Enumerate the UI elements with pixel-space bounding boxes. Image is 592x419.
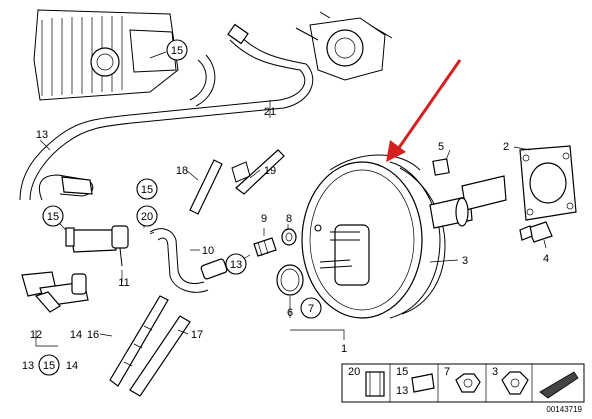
callout-20: 20 [141,211,153,223]
legend-icon-collar-nut [501,371,529,395]
callout-4: 4 [543,253,549,265]
callout-9: 9 [261,213,267,225]
callout-2: 2 [503,141,509,153]
pushrod-assembly [429,158,507,229]
legend-icon-clamp [411,373,435,393]
legend-label-20: 20 [348,366,360,378]
vacuum-hose-21 [19,23,314,201]
callout-labels: 15 21 13 15 15 20 11 10 13 9 8 6 7 1 3 2… [22,45,549,372]
legend-label-7: 7 [444,366,450,378]
callout-19: 19 [264,165,276,177]
connector-11 [65,225,129,267]
callout-15c: 15 [47,211,59,223]
callout-16: 16 [87,329,99,341]
legend-icon-sleeve [365,371,385,397]
seal-ring-6 [276,264,304,296]
callout-6: 6 [287,307,293,319]
callout-7: 7 [308,303,314,315]
callout-21: 21 [264,106,276,118]
callout-13b: 13 [230,259,242,271]
callout-11: 11 [118,277,129,289]
hose-10 [149,228,228,293]
callout-8: 8 [286,213,292,225]
parts-legend: 20 15 13 7 3 [341,363,585,403]
gasket-2 [519,145,577,221]
callout-12: 12 [30,329,42,341]
callout-15a: 15 [171,45,183,57]
callout-14b: 14 [66,360,78,372]
callout-18: 18 [176,165,188,177]
hose-13 [38,174,94,201]
callout-13a: 13 [36,129,48,141]
legend-icon-shim [539,371,579,399]
legend-label-13: 13 [396,385,408,397]
connector-12-14 [21,271,89,313]
legend-icon-hex-nut [455,373,481,393]
bracket-17 [129,315,191,397]
callout-1: 1 [341,343,347,355]
intake-manifold [33,9,179,101]
callout-15b: 15 [141,184,153,196]
callout-15d: 15 [43,360,55,372]
legend-label-3: 3 [492,366,498,378]
red-arrow-annotation [386,59,462,162]
brake-booster [301,154,446,319]
grommet-8 [281,228,297,246]
legend-label-15: 15 [396,366,408,378]
callout-10: 10 [202,245,214,257]
callout-13c: 13 [22,360,34,372]
callout-17: 17 [191,329,203,341]
bracket-19 [231,149,285,195]
vacuum-pump [295,11,393,81]
callout-5: 5 [438,141,444,153]
bracket-16 [109,295,169,387]
label-circles [38,39,322,376]
nut-4 [519,221,553,243]
callout-14a: 14 [70,329,82,341]
part-number: 00143719 [546,405,582,414]
callout-3: 3 [462,255,468,267]
bracket-18 [189,159,223,215]
check-valve-9 [253,237,277,257]
